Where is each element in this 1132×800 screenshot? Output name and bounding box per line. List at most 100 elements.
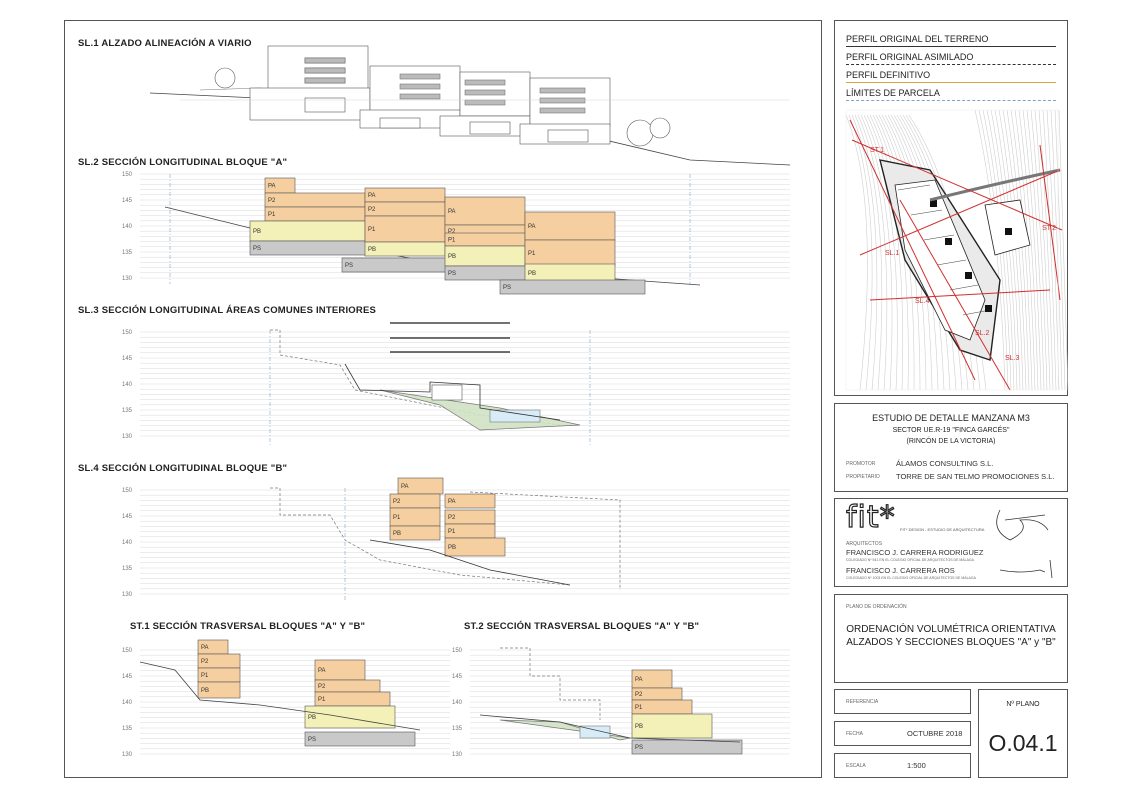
map-core-marker (965, 272, 972, 279)
map-section-label: SL.3 (1005, 355, 1020, 362)
sl4-level-label-4: 130 (122, 592, 133, 598)
sl1-garage-door (304, 97, 346, 113)
map-core-marker (945, 238, 952, 245)
st2-floor-label: PA (635, 677, 643, 683)
sl2-level-label-1: 145 (122, 198, 133, 204)
st1-floor-label: PS (308, 737, 316, 743)
sl3-level-label-1: 145 (122, 356, 133, 362)
st2-floor-label: P1 (635, 705, 643, 711)
st2-level-label-3: 135 (452, 726, 463, 732)
sl2-floor (264, 192, 366, 208)
map-contour (1050, 109, 1063, 391)
plano-label: Nº PLANO (1006, 701, 1040, 708)
sl2-floor (444, 196, 526, 226)
sl4-floor-label: P1 (393, 515, 401, 521)
st1-floor-label: P1 (318, 697, 326, 703)
sl4-floor (444, 493, 496, 509)
sl2-floor (364, 187, 446, 203)
sl3-definitive-profile (344, 363, 561, 421)
legend-line-dashed (846, 64, 1056, 65)
sl2-level-label-4: 130 (122, 276, 133, 282)
sl2-floor (444, 232, 526, 247)
sl4-level-label-0: 150 (122, 488, 133, 494)
sl1-window-band (399, 83, 441, 90)
sl2-floor-label: P1 (528, 251, 536, 257)
legend-map-box (834, 20, 1068, 396)
sl2-floor (264, 206, 366, 222)
sl2-floor-label: PB (528, 271, 536, 277)
sl2-floor-label: PA (368, 193, 376, 199)
sl1-window-band (399, 93, 441, 100)
project-location: (RINCÓN DE LA VICTORIA) (906, 438, 996, 445)
plano-number-box (978, 689, 1068, 778)
map-contour (1046, 109, 1060, 391)
sl2-floor-label: P2 (448, 229, 456, 235)
sl4-dashed-profile (270, 487, 571, 586)
map-block-a (894, 179, 986, 341)
st1-floor (197, 681, 241, 699)
sl1-window-band (304, 57, 346, 64)
map-block-grid (949, 284, 979, 291)
st1-floor-label: PB (201, 688, 209, 694)
project-box (834, 403, 1068, 492)
referencia-label: REFERENCIA (846, 699, 879, 705)
sl3-dashed-profile (270, 329, 561, 426)
studio-logo: fit* (845, 499, 896, 535)
sl4-floor-label: PB (448, 545, 456, 551)
map-contour (1018, 109, 1039, 391)
sl1-garage-door (547, 129, 589, 143)
legend-line-solid (846, 46, 1056, 47)
map-contour (1058, 109, 1069, 391)
sl2-floor-label: P2 (268, 198, 276, 204)
map-contour (1038, 109, 1054, 391)
signature-stroke (999, 559, 1053, 579)
sl1-window-band (464, 99, 506, 106)
legend-line-dashdot (846, 100, 1056, 101)
sl4-definitive-profile (369, 539, 571, 586)
promotor-label: PROMOTOR (846, 461, 876, 467)
sl4-level-label-3: 135 (122, 566, 133, 572)
sl4-floor-label: PA (448, 499, 456, 505)
st2-level-label-1: 145 (452, 674, 463, 680)
sl1-window-band (464, 79, 506, 86)
sl2-floor-label: P2 (368, 207, 376, 213)
legend-label: PERFIL ORIGINAL ASIMILADO (846, 52, 974, 62)
st2-floor-label: PS (635, 745, 643, 751)
map-contour (1030, 109, 1048, 391)
project-sector: SECTOR UE.R-19 "FINCA GARCÉS" (892, 427, 1010, 434)
fecha-label: FECHA (846, 731, 863, 737)
sl2-floor-label: PA (268, 184, 276, 190)
sl1-garage-door (469, 121, 511, 135)
sl2-level-label-0: 150 (122, 172, 133, 178)
sl4-floor (389, 525, 441, 541)
sl2-floor (524, 239, 616, 267)
sl2-floor-label: PB (253, 229, 261, 235)
map-border (845, 109, 1059, 391)
map-section-line (1039, 144, 1061, 301)
sl2-floor-label: P1 (448, 238, 456, 244)
sl4-level-label-2: 140 (122, 540, 133, 546)
sl2-floor-label: P1 (368, 227, 376, 233)
sl2-level-label-2: 140 (122, 224, 133, 230)
sl2-floor-label: PA (528, 224, 536, 230)
sl2-floor-label: PS (448, 271, 456, 277)
st2-terrain (479, 714, 741, 743)
architect-1-name: FRANCISCO J. CARRERA RODRIGUEZ (846, 548, 984, 557)
sl2-floor (364, 241, 446, 257)
fecha-value: OCTUBRE 2018 (907, 729, 963, 738)
st1-level-label-0: 150 (122, 648, 133, 654)
promotor-value: ÁLAMOS CONSULTING S.L. (896, 459, 994, 468)
plan-title-box (834, 594, 1068, 683)
sl2-floor-label: PB (448, 254, 456, 260)
map-section-label: ST.1 (870, 147, 884, 154)
sl4-level-label-1: 145 (122, 514, 133, 520)
st2-floor (631, 739, 743, 755)
map-block-grid (910, 209, 943, 216)
st1-floor-label: PA (201, 645, 209, 651)
st1-floor-label: PA (318, 668, 326, 674)
section-title-st1: ST.1 SECCIÓN TRASVERSAL BLOQUES "A" Y "B… (130, 621, 366, 632)
sl4-floor-label: P1 (448, 529, 456, 535)
st2-floor-label: P2 (635, 692, 643, 698)
legend-item-limites: LÍMITES DE PARCELA (846, 88, 1056, 101)
